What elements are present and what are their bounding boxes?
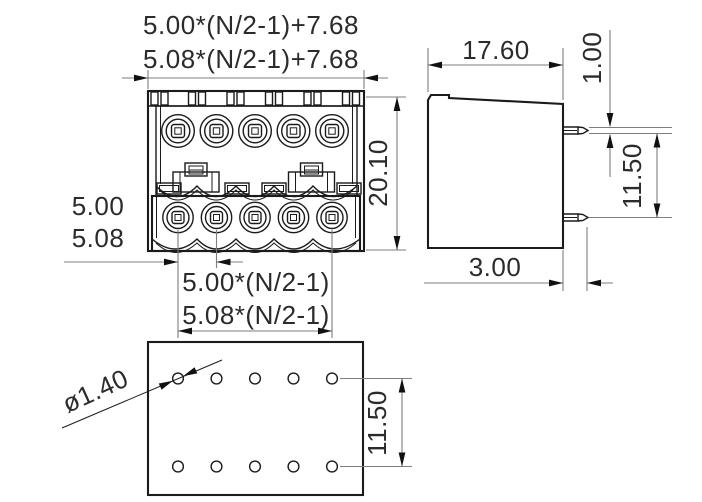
- dim-front-width-formula-1: 5.00*(N/2-1)+7.68: [143, 10, 359, 40]
- dim-hole-diameter: ø1.40: [58, 363, 133, 419]
- dim-front-height: 20.10: [363, 139, 393, 207]
- dim-front-span-formula-1: 5.00*(N/2-1): [182, 267, 330, 297]
- side-view: [426, 93, 589, 250]
- dim-pitch-2: 5.08: [72, 223, 125, 253]
- dim-bottom-row-spacing: 11.50: [362, 390, 392, 456]
- dim-front-span-formula-2: 5.08*(N/2-1): [182, 300, 330, 330]
- front-view-dimensions: 5.00*(N/2-1)+7.68 5.08*(N/2-1)+7.68 20.1…: [64, 10, 406, 338]
- dim-pin-thickness: 1.00: [577, 32, 607, 85]
- dim-front-width-formula-2: 5.08*(N/2-1)+7.68: [143, 44, 359, 74]
- side-view-dimensions: 17.60 1.00 11.50 3.00: [424, 30, 672, 291]
- dim-side-row-spacing: 11.50: [617, 143, 647, 209]
- dim-pin-offset: 3.00: [469, 252, 522, 282]
- dim-pitch-1: 5.00: [72, 191, 125, 221]
- bottom-view: [146, 340, 365, 497]
- bottom-view-dimensions: ø1.40 11.50: [58, 359, 412, 468]
- dim-side-depth: 17.60: [462, 35, 530, 65]
- front-view: [146, 89, 366, 253]
